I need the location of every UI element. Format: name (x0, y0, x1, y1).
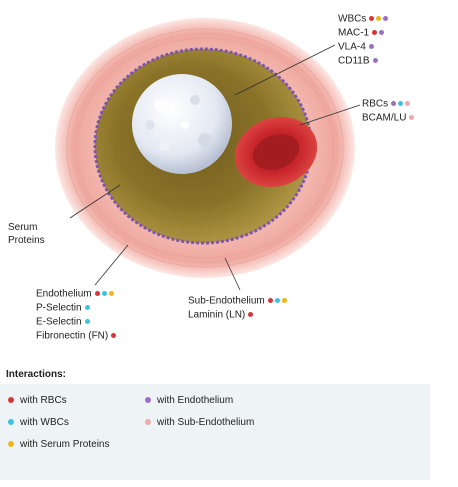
legend-dot-rbcs (8, 397, 14, 403)
label-wbcs: WBCs (338, 13, 390, 26)
label-mac1: MAC-1 (338, 27, 386, 40)
wbcs-interaction-dots (369, 13, 390, 25)
e-selectin-interaction-dots (85, 316, 92, 328)
laminin-interaction-dots (248, 309, 255, 321)
wbcs-dot-2 (383, 16, 388, 21)
label-endothelium-text: Endothelium (36, 289, 92, 300)
endothelium-dot-2 (109, 291, 114, 296)
label-cd11b-text: CD11B (338, 56, 370, 67)
vla4-dot-0 (369, 44, 374, 49)
label-laminin-text: Laminin (LN) (188, 310, 245, 321)
fibronectin-dot-0 (111, 333, 116, 338)
label-sub-endothelium: Sub-Endothelium (188, 295, 289, 308)
laminin-dot-0 (248, 312, 253, 317)
bcam_lu-dot-0 (409, 115, 414, 120)
wbcs-dot-1 (376, 16, 381, 21)
label-p-selectin: P-Selectin (36, 302, 92, 315)
white-blood-cell (132, 74, 232, 174)
legend-item-rbcs: with RBCs (8, 394, 67, 407)
label-laminin: Laminin (LN) (188, 309, 255, 322)
legend-panel: with RBCs with WBCs with Serum Proteins … (0, 384, 430, 480)
label-cd11b: CD11B (338, 55, 380, 68)
label-vla4: VLA-4 (338, 41, 376, 54)
rbcs-dot-1 (398, 101, 403, 106)
legend-item-wbcs: with WBCs (8, 416, 69, 429)
legend-item-sub-endothelium: with Sub-Endothelium (145, 416, 254, 429)
endothelium-interaction-dots (95, 288, 116, 300)
legend-title: Interactions: (6, 369, 66, 380)
label-sub-endothelium-text: Sub-Endothelium (188, 296, 265, 307)
rbcs-dot-2 (405, 101, 410, 106)
label-bcam-lu-text: BCAM/LU (362, 113, 406, 124)
rbcs-interaction-dots (391, 98, 412, 110)
legend-dot-sub-endothelium (145, 419, 151, 425)
cd11b-dot-0 (373, 58, 378, 63)
sub_endothelium-dot-0 (268, 298, 273, 303)
label-e-selectin: E-Selectin (36, 316, 92, 329)
cd11b-interaction-dots (373, 55, 380, 67)
e_selectin-dot-0 (85, 319, 90, 324)
mac1-interaction-dots (372, 27, 386, 39)
legend-item-wbcs-text: with WBCs (20, 417, 69, 428)
mac1-dot-1 (379, 30, 384, 35)
legend-dot-serum (8, 441, 14, 447)
legend-item-rbcs-text: with RBCs (20, 395, 67, 406)
label-mac1-text: MAC-1 (338, 28, 369, 39)
legend-item-serum-text: with Serum Proteins (20, 439, 109, 450)
legend-item-endothelium: with Endothelium (145, 394, 233, 407)
label-bcam-lu: BCAM/LU (362, 112, 416, 125)
sub-endothelium-interaction-dots (268, 295, 289, 307)
label-serum-proteins-line1: Serum (8, 222, 37, 234)
fibronectin-interaction-dots (111, 330, 118, 342)
legend-item-endothelium-text: with Endothelium (157, 395, 233, 406)
label-vla4-text: VLA-4 (338, 42, 366, 53)
bcam-lu-interaction-dots (409, 112, 416, 124)
vla4-interaction-dots (369, 41, 376, 53)
label-endothelium: Endothelium (36, 288, 116, 301)
legend-item-sub-endothelium-text: with Sub-Endothelium (157, 417, 254, 428)
mac1-dot-0 (372, 30, 377, 35)
endothelium-dot-0 (95, 291, 100, 296)
label-rbcs-text: RBCs (362, 99, 388, 110)
rbcs-dot-0 (391, 101, 396, 106)
label-rbcs: RBCs (362, 98, 412, 111)
endothelium-dot-1 (102, 291, 107, 296)
label-serum-proteins-line2: Proteins (8, 235, 45, 247)
label-p-selectin-text: P-Selectin (36, 303, 82, 314)
wbcs-dot-0 (369, 16, 374, 21)
p-selectin-interaction-dots (85, 302, 92, 314)
legend-dot-wbcs (8, 419, 14, 425)
legend-dot-endothelium (145, 397, 151, 403)
label-fibronectin-text: Fibronectin (FN) (36, 331, 108, 342)
label-fibronectin: Fibronectin (FN) (36, 330, 118, 343)
legend-item-serum: with Serum Proteins (8, 438, 118, 451)
label-e-selectin-text: E-Selectin (36, 317, 82, 328)
p_selectin-dot-0 (85, 305, 90, 310)
label-wbcs-text: WBCs (338, 14, 366, 25)
sub_endothelium-dot-1 (275, 298, 280, 303)
sub_endothelium-dot-2 (282, 298, 287, 303)
